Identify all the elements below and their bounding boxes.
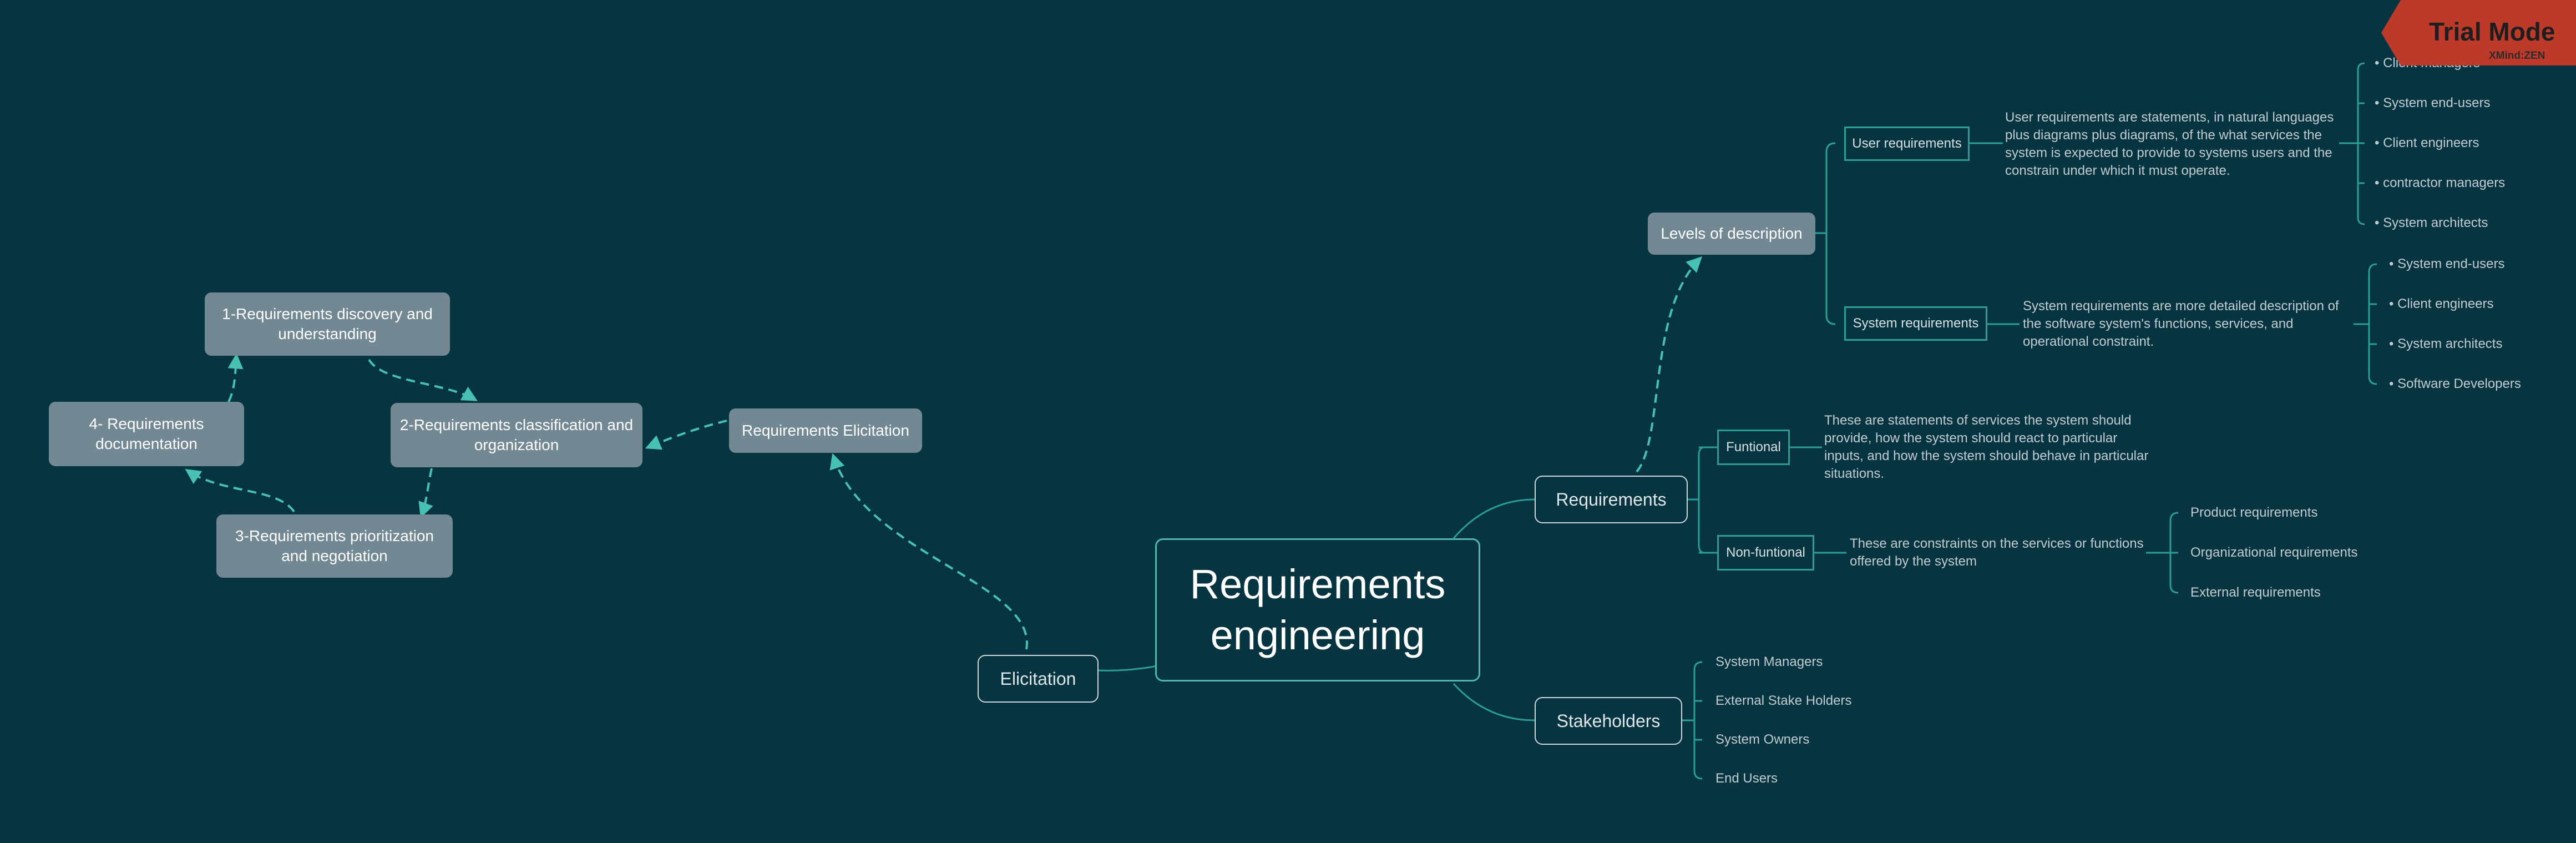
arrow-step1-to-step2 — [368, 359, 478, 401]
user-audience-item: • System end-users — [2375, 95, 2491, 110]
system-audience-item: • System end-users — [2389, 256, 2505, 271]
system-audience-item: • Client engineers — [2389, 296, 2494, 311]
system-audience-label: System end-users — [2397, 256, 2505, 271]
requirements-elicitation-label: Requirements Elicitation — [742, 422, 909, 439]
user-audience-label: System architects — [2383, 215, 2488, 230]
non-functional-kind: Product requirements — [2190, 505, 2318, 520]
connector-types-trunk — [1688, 446, 1705, 554]
central-topic[interactable]: Requirements engineering — [1155, 538, 1480, 682]
central-topic-line2: engineering — [1210, 612, 1425, 658]
trial-mode-subtitle: XMind:ZEN — [2489, 50, 2545, 62]
system-requirements-description: System requirements are more detailed de… — [2023, 299, 2339, 349]
user-audience-item: • System architects — [2375, 215, 2488, 230]
functional-description: These are statements of services the sys… — [1824, 413, 2149, 481]
step-classification-label: 2-Requirements classification and organi… — [399, 416, 634, 453]
connector-stakeholders — [1453, 683, 1535, 721]
requirements-elicitation-node[interactable]: Requirements Elicitation — [729, 408, 922, 453]
step-classification-node[interactable]: 2-Requirements classification and organi… — [391, 403, 642, 467]
arrow-step3-to-step4 — [185, 468, 295, 513]
system-requirements-node[interactable]: System requirements — [1844, 306, 1987, 341]
branch-stakeholders[interactable]: Stakeholders — [1535, 697, 1682, 745]
stakeholder-item: External Stake Holders — [1715, 693, 1852, 708]
user-audience-label: contractor managers — [2383, 175, 2506, 190]
trial-mode-badge[interactable]: Trial Mode XMind:ZEN — [2381, 0, 2576, 65]
user-audience-label: System end-users — [2383, 95, 2491, 110]
stakeholder-item: System Owners — [1715, 732, 1810, 747]
step-discovery-label: 1-Requirements discovery and understandi… — [222, 305, 433, 342]
arrow-step2-to-step3 — [418, 468, 433, 518]
arrow-step4-to-step1 — [227, 353, 244, 402]
branch-requirements-label: Requirements — [1556, 489, 1667, 509]
connector-user-audience — [2339, 62, 2365, 225]
branch-elicitation[interactable]: Elicitation — [978, 655, 1099, 703]
connector-elicitation — [1098, 665, 1158, 672]
non-functional-label: Non-funtional — [1726, 545, 1805, 560]
step-documentation-node[interactable]: 4- Requirements documentation — [49, 402, 244, 466]
functional-node[interactable]: Funtional — [1717, 430, 1790, 465]
user-audience-label: Client engineers — [2383, 135, 2479, 150]
connector-requirements — [1453, 498, 1535, 539]
system-audience-label: Client engineers — [2397, 296, 2494, 311]
step-prioritization-node[interactable]: 3-Requirements prioritization and negoti… — [216, 514, 453, 578]
functional-label: Funtional — [1726, 440, 1781, 455]
arrow-elicitation-to-root — [829, 453, 1028, 650]
connector-nf-kinds — [2146, 512, 2179, 594]
branch-requirements[interactable]: Requirements — [1535, 476, 1688, 523]
stakeholder-item: End Users — [1715, 771, 1778, 786]
arrow-root-to-step2 — [645, 420, 727, 450]
branch-elicitation-label: Elicitation — [1000, 668, 1076, 689]
user-requirements-node[interactable]: User requirements — [1844, 127, 1970, 161]
non-functional-kind: Organizational requirements — [2190, 545, 2358, 560]
step-documentation-label: 4- Requirements documentation — [89, 415, 204, 452]
non-functional-kind: External requirements — [2190, 585, 2321, 600]
trial-mode-title: Trial Mode — [2429, 17, 2555, 46]
non-functional-description: These are constraints on the services or… — [1850, 536, 2144, 569]
non-functional-node[interactable]: Non-funtional — [1717, 535, 1814, 571]
system-audience-item: • System architects — [2389, 336, 2503, 351]
user-requirements-label: User requirements — [1852, 136, 1962, 151]
central-topic-line1: Requirements — [1190, 561, 1446, 607]
system-audience-label: System architects — [2397, 336, 2503, 351]
levels-of-description-node[interactable]: Levels of description — [1648, 213, 1815, 255]
stakeholder-item: System Managers — [1715, 654, 1823, 669]
system-requirements-label: System requirements — [1853, 316, 1979, 331]
step-discovery-node[interactable]: 1-Requirements discovery and understandi… — [205, 292, 450, 356]
user-audience-item: • Client engineers — [2375, 135, 2479, 150]
branch-stakeholders-label: Stakeholders — [1556, 710, 1661, 731]
levels-of-description-label: Levels of description — [1661, 225, 1803, 242]
user-requirements-description: User requirements are statements, in nat… — [2005, 110, 2334, 178]
connector-system-audience — [2354, 263, 2377, 385]
arrow-requirements-to-levels — [1636, 256, 1702, 473]
user-audience-item: • contractor managers — [2375, 175, 2506, 190]
system-audience-label: Software Developers — [2397, 376, 2521, 391]
connector-levels-trunk — [1815, 142, 1836, 325]
system-audience-item: • Software Developers — [2389, 376, 2521, 391]
step-prioritization-label: 3-Requirements prioritization and negoti… — [235, 527, 434, 564]
